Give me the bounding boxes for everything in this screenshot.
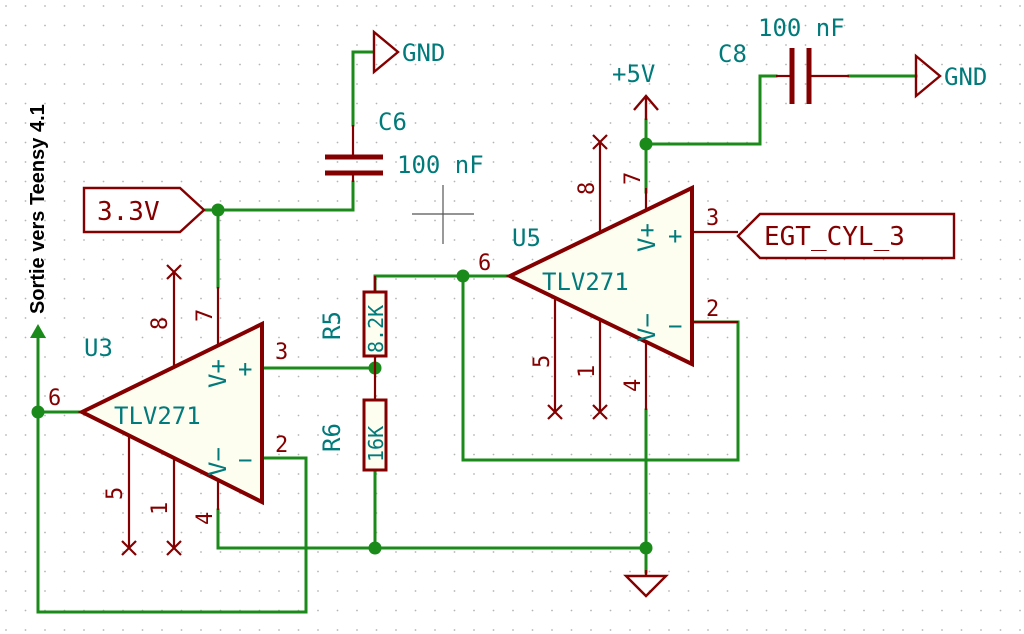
c6-ref: C6	[378, 108, 407, 136]
u3-pin-minus: 2	[275, 433, 288, 458]
u5-plus-sign: +	[668, 222, 682, 250]
u3-minus-sign: −	[238, 446, 252, 474]
u5-pin-plus: 3	[706, 206, 719, 231]
r6-value: 16K	[364, 426, 388, 462]
u5-pin-vminus: 4	[621, 379, 646, 392]
label-3v3[interactable]: 3.3V	[82, 186, 206, 234]
junction-5v	[639, 137, 653, 151]
opamp-u3[interactable]: 6 3 2 7 4 8 5 1 + − V+ V− TLV271 U3	[48, 264, 288, 556]
u3-vplus-text: V+	[204, 359, 232, 388]
plus5v-symbol[interactable]: +5V	[612, 60, 659, 120]
u5-vplus-text: V+	[633, 223, 661, 252]
label-egt-cyl-3[interactable]: EGT_CYL_3	[736, 212, 956, 260]
teensy-output-arrow	[30, 324, 46, 338]
gnd-right-label: GND	[944, 63, 987, 91]
u3-pin-out: 6	[48, 386, 61, 411]
u3-ref: U3	[84, 334, 113, 362]
capacitor-c6[interactable]: C6 100 nF	[325, 108, 484, 182]
u5-pin-minus: 2	[706, 297, 719, 322]
u5-part: TLV271	[542, 268, 629, 296]
u5-pin-out: 6	[478, 251, 491, 276]
u5-pin-vplus: 7	[621, 172, 646, 185]
r5-value: 8.2K	[364, 305, 388, 353]
crosshair-cursor	[412, 185, 474, 244]
c6-value: 100 nF	[397, 151, 484, 179]
plus5v-label: +5V	[612, 60, 655, 88]
gnd-symbol-right[interactable]: GND	[914, 53, 987, 99]
u3-part: TLV271	[114, 402, 201, 430]
label-3v3-text: 3.3V	[97, 197, 160, 227]
junction-u3-out	[31, 405, 45, 419]
u5-minus-sign: −	[668, 312, 682, 340]
resistor-r5[interactable]: R5 8.2K	[318, 276, 388, 368]
junction-u5-out	[456, 269, 470, 283]
label-egt-text: EGT_CYL_3	[764, 222, 905, 252]
junction-3v3	[211, 203, 225, 217]
u5-pin-1: 1	[575, 365, 600, 378]
u5-ref: U5	[512, 224, 541, 252]
gnd-symbol-bottom[interactable]	[623, 570, 669, 598]
u3-pin-vminus: 4	[193, 512, 218, 525]
gnd-symbol-top[interactable]: GND	[372, 29, 445, 75]
u3-pin-plus: 3	[275, 340, 288, 365]
u3-pin-vplus: 7	[193, 309, 218, 322]
u5-pin-8: 8	[575, 182, 600, 195]
u3-pin-5: 5	[103, 487, 128, 500]
gnd-top-label: GND	[402, 39, 445, 67]
u5-pin-5: 5	[530, 355, 555, 368]
r5-ref: R5	[318, 311, 346, 340]
u3-vminus-text: V−	[204, 447, 232, 476]
c8-ref: C8	[718, 40, 747, 68]
junction-gnd-bus-mid	[368, 541, 382, 555]
c8-value: 100 nF	[758, 14, 845, 42]
capacitor-c8[interactable]: C8 100 nF	[718, 14, 849, 104]
resistor-r6[interactable]: R6 16K	[318, 368, 388, 472]
u3-pin-8: 8	[148, 317, 173, 330]
u3-pin-1: 1	[148, 502, 173, 515]
opamp-u5[interactable]: 6 3 2 7 4 8 5 1 + − V+ V− TLV271 U5	[478, 134, 738, 420]
u5-vminus-text: V−	[633, 313, 661, 342]
side-label: Sortie vers Teensy 4.1	[27, 104, 49, 314]
u3-plus-sign: +	[238, 355, 252, 383]
junctions	[31, 137, 653, 555]
junction-gnd-bus-right	[639, 541, 653, 555]
r6-ref: R6	[318, 423, 346, 452]
